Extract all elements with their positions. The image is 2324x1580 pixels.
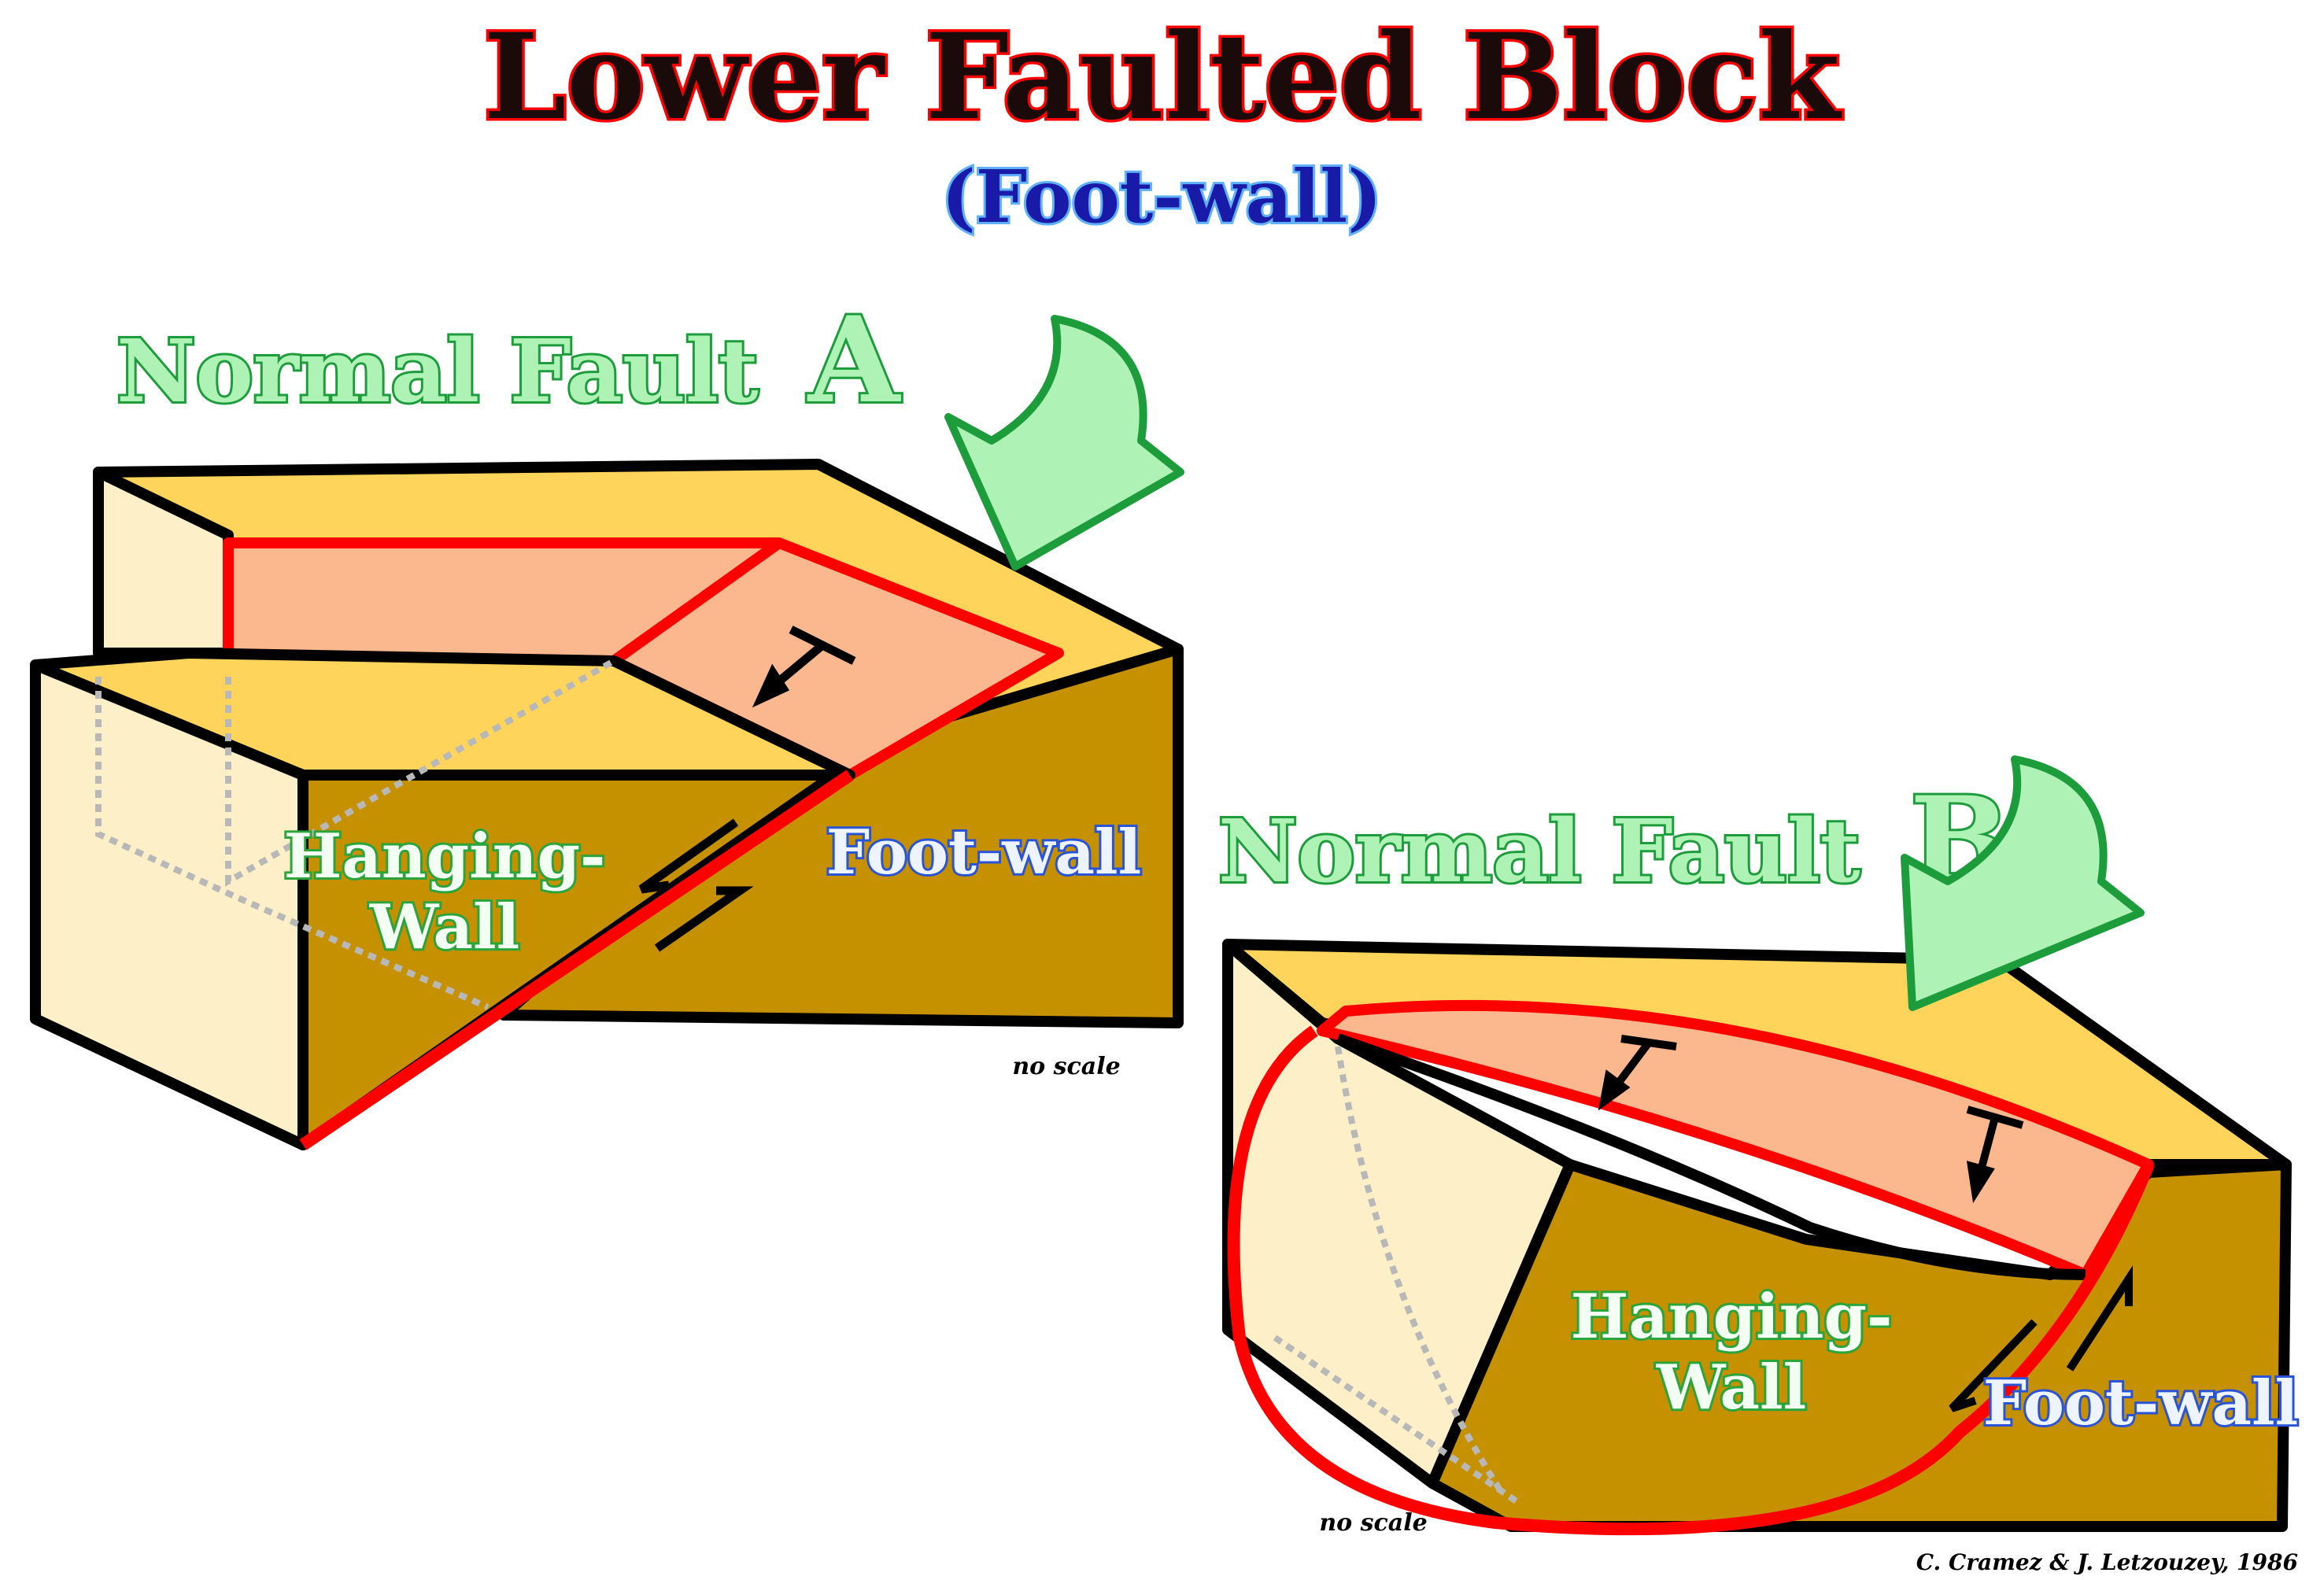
scale-note-b: no scale [1319,1509,1427,1537]
dip-symbol-b2 [1966,1106,2024,1204]
hidden-edges [95,677,490,1010]
hidden-edges-2 [225,658,615,887]
hidden-edges-b2 [1273,1335,1521,1506]
hidden-edges-b [1335,1046,1506,1497]
dip-symbol-b1 [1598,1035,1677,1111]
foot-wall-label: Foot-wall [826,817,1142,888]
fault-plane-crease [610,538,783,666]
normal-fault-a-title: Normal Fault [116,320,759,422]
normal-fault-b-title: Normal Fault [1218,800,1860,902]
shear-arrows [638,818,754,952]
foot-wall-label-b: Foot-wall [1983,1368,2299,1439]
page-subtitle: (Foot-wall) [941,154,1381,239]
shear-arrows-b [1949,1265,2133,1412]
normal-fault-a-letter: A [807,291,902,430]
credit: C. Cramez & J. Letzouzey, 1986 [1916,1549,2298,1575]
normal-fault-a-heading: Normal Fault A [116,291,902,430]
listric-fault-trace [1227,1025,2155,1536]
hanging-wall-top-edge [1336,1033,2086,1280]
hanging-wall-edge [1427,1162,1576,1486]
normal-fault-a-diagram: Hanging- Wall Foot-wall no scale [30,459,1184,1150]
normal-fault-b-diagram: Hanging- Wall Foot-wall no scale [1222,939,2300,1537]
dip-symbol [752,626,856,708]
pointer-arrow-b-icon [1901,755,2145,1011]
normal-fault-b-heading: Normal Fault B [1218,771,2010,910]
fault-trace [299,770,854,1150]
hanging-wall-label-line1: Hanging- [284,821,606,892]
scale-note: no scale [1012,1053,1120,1080]
pointer-arrow-a-icon [944,315,1184,570]
hanging-wall-label-b-line1: Hanging- [1571,1281,1893,1353]
hanging-wall-label-line2: Wall [369,892,520,963]
page-title: Lower Faulted Block [483,8,1842,146]
hanging-wall-label-b-line2: Wall [1656,1352,1807,1423]
